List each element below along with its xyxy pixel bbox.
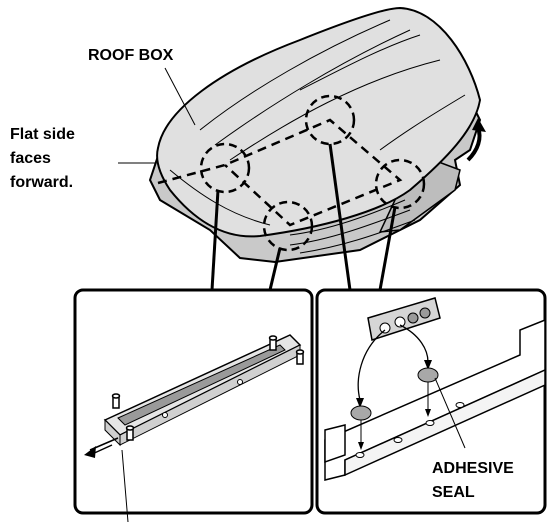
adhesive-seal-label-line1: ADHESIVE [432, 460, 514, 477]
roof-box-illustration [148, 6, 486, 264]
mounting-dashed-path [157, 118, 403, 227]
flat-side-label-line3: forward. [10, 174, 73, 191]
seal-pad [350, 405, 372, 421]
mount-point-front-right [262, 200, 314, 252]
adhesive-seal-label-line2: SEAL [432, 484, 475, 501]
detail-panel-left [73, 288, 314, 523]
flat-side-label-line2: faces [10, 150, 51, 167]
roof-box-label: ROOF BOX [88, 47, 174, 64]
mount-point-rear-right [374, 158, 426, 210]
leader-lines [210, 143, 397, 291]
mount-point-rear-left [304, 94, 356, 146]
flat-side-label-line1: Flat side [10, 126, 75, 143]
roof-box-leader [164, 67, 196, 126]
seal-pad [417, 367, 439, 383]
mount-point-front-left [199, 142, 251, 194]
